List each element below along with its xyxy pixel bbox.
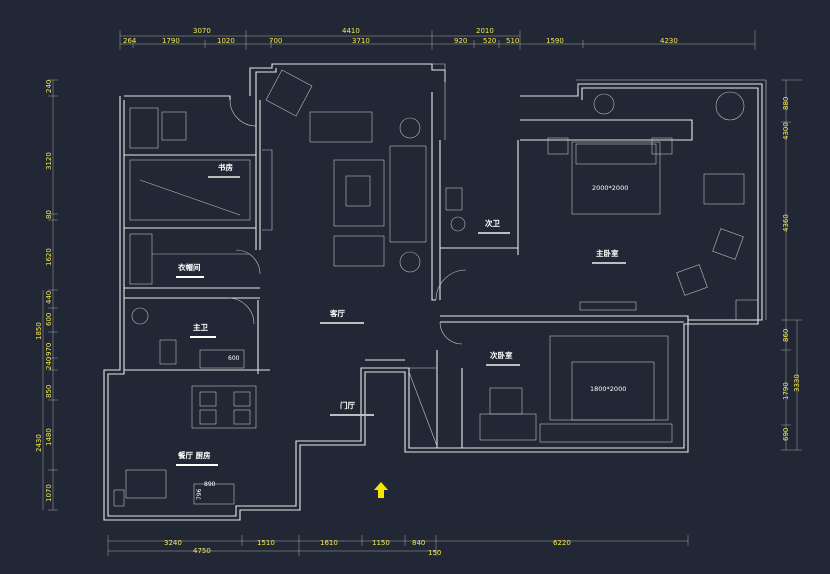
left-dim-7: 1850 — [35, 322, 43, 340]
left-dim-11: 2430 — [35, 434, 43, 452]
top-dimensions: 3070 4410 2010 264 1790 1020 700 3710 92… — [119, 27, 756, 50]
doors — [227, 99, 467, 447]
top-dim-2: 4410 — [342, 27, 360, 35]
right-dimensions: 880 4300 4360 860 3330 1790 690 — [781, 79, 802, 451]
room-label-living: 客厅 — [329, 308, 345, 318]
top-dim-5: 1790 — [162, 37, 180, 45]
room-label-dining-kitchen: 餐厅 厨房 — [177, 450, 211, 460]
bottom-dim-2: 1510 — [257, 539, 275, 547]
bed-size-second: 1800*2000 — [590, 385, 626, 393]
right-dim-5: 3330 — [793, 374, 801, 392]
left-dim-2: 3120 — [45, 152, 53, 170]
bottom-dim-4: 1150 — [372, 539, 390, 547]
top-dim-7: 700 — [269, 37, 282, 45]
bottom-dim-5: 840 — [412, 539, 425, 547]
furniture — [113, 69, 745, 507]
fixture-600: 600 — [228, 355, 240, 362]
top-dim-1: 3070 — [193, 27, 211, 35]
right-dim-2: 4300 — [782, 122, 790, 140]
top-dim-3: 2010 — [476, 27, 494, 35]
room-label-entry: 门厅 — [340, 400, 355, 410]
top-dim-9: 920 — [454, 37, 467, 45]
left-dim-6: 600 — [45, 313, 53, 326]
left-dim-12: 1480 — [45, 428, 53, 446]
left-dim-8: 970 — [45, 343, 53, 356]
left-dim-5: 440 — [45, 291, 53, 304]
fixture-796: 796 — [196, 488, 203, 500]
bottom-dim-1: 3240 — [164, 539, 182, 547]
left-dim-1: 240 — [45, 80, 53, 93]
top-dim-11: 510 — [506, 37, 519, 45]
room-label-study: 书房 — [218, 162, 233, 172]
top-dim-4: 264 — [123, 37, 137, 45]
room-label-cloakroom: 衣帽间 — [178, 262, 201, 272]
right-dim-7: 690 — [782, 428, 790, 441]
right-dim-6: 1790 — [782, 382, 790, 400]
bottom-dim-3: 1610 — [320, 539, 338, 547]
room-label-second-bedroom: 次卧室 — [490, 350, 513, 360]
room-label-master-bedroom: 主卧室 — [596, 248, 619, 258]
top-dim-12: 1590 — [546, 37, 564, 45]
bottom-dim-8: 150 — [428, 549, 441, 557]
fixture-labels: 2000*2000 1800*2000 600 890 796 — [196, 184, 628, 500]
top-dim-13: 4230 — [660, 37, 678, 45]
bed-size-master: 2000*2000 — [592, 184, 628, 192]
right-dim-3: 4360 — [782, 214, 790, 232]
right-dim-1: 880 — [782, 97, 790, 110]
room-label-master-bath: 主卫 — [193, 322, 208, 332]
left-dim-3: 80 — [45, 210, 53, 219]
entry-arrow-icon — [374, 482, 388, 498]
bottom-dim-6: 6220 — [553, 539, 571, 547]
bottom-dim-7: 4750 — [193, 547, 211, 555]
top-dim-8: 3710 — [352, 37, 370, 45]
room-label-guest-bath: 次卫 — [485, 218, 500, 228]
top-dim-10: 520 — [483, 37, 496, 45]
right-dim-4: 860 — [782, 329, 790, 342]
room-labels: 书房 衣帽间 主卫 客厅 门厅 餐厅 厨房 次卫 主卧室 次卧室 — [176, 162, 626, 466]
left-dim-9: 240 — [45, 357, 53, 370]
left-dim-4: 1620 — [45, 248, 53, 266]
left-dimensions: 240 3120 80 1620 440 600 1850 970 240 85… — [35, 80, 58, 511]
fixture-890: 890 — [204, 481, 216, 488]
top-dim-6: 1020 — [217, 37, 235, 45]
walls — [103, 63, 767, 521]
left-dim-13: 1070 — [45, 484, 53, 502]
left-dim-10: 850 — [45, 385, 53, 398]
bottom-dimensions: 3240 1510 1610 1150 840 6220 4750 150 — [107, 535, 689, 557]
